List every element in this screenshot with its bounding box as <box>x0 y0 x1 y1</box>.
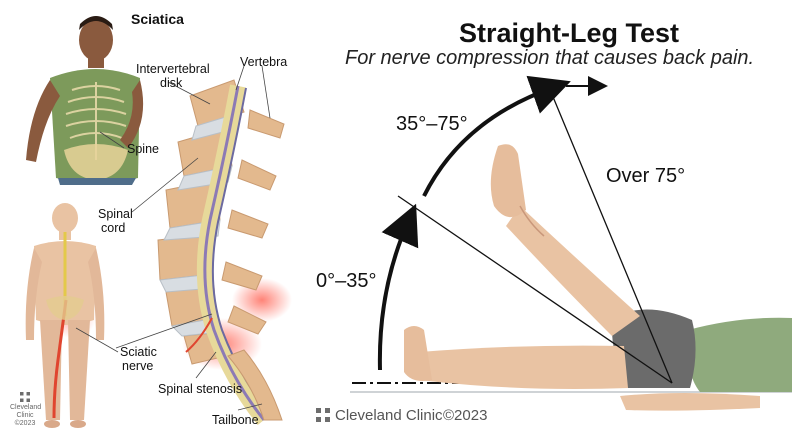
back-figure <box>25 203 105 428</box>
label-spinal-cord-1: Spinal <box>98 207 133 221</box>
angle-label-35-75: 35°–75° <box>396 113 468 135</box>
small-logo-line2: Clinic <box>16 412 34 419</box>
spine-cross-section <box>157 79 292 425</box>
label-spinal-stenosis: Spinal stenosis <box>158 382 243 396</box>
angle-arrows <box>377 75 571 371</box>
label-intervertebral-disk-2: disk <box>160 76 183 90</box>
label-sciatic-nerve-2: nerve <box>122 359 154 373</box>
angle-label-0-35: 0°–35° <box>316 270 377 292</box>
test-subtitle: For nerve compression that causes back p… <box>345 47 755 69</box>
footer-year: ©2023 <box>443 407 488 424</box>
label-leader-lines <box>75 65 271 411</box>
label-vertebra: Vertebra <box>240 55 288 69</box>
angle-rays <box>397 79 673 384</box>
label-spine: Spine <box>127 142 159 156</box>
leg-raise-figure <box>350 144 792 411</box>
label-intervertebral-disk-1: Intervertebral <box>136 62 210 76</box>
test-title: Straight-Leg Test <box>459 18 680 48</box>
cleveland-clinic-small-logo-icon <box>20 392 30 402</box>
label-tailbone: Tailbone <box>212 413 259 427</box>
angle-label-over-75: Over 75° <box>606 165 686 187</box>
cleveland-clinic-logo-icon <box>316 408 330 422</box>
sciatica-heading: Sciatica <box>131 11 184 27</box>
footer-brand: Cleveland Clinic <box>335 407 443 424</box>
small-logo-year: ©2023 <box>14 420 36 427</box>
front-figure <box>26 16 144 185</box>
small-logo-text: Cleveland Clinic ©2023 <box>10 404 42 428</box>
label-sciatic-nerve-1: Sciatic <box>120 345 157 359</box>
label-spinal-cord-2: cord <box>101 221 126 235</box>
small-logo-line1: Cleveland <box>10 404 42 411</box>
